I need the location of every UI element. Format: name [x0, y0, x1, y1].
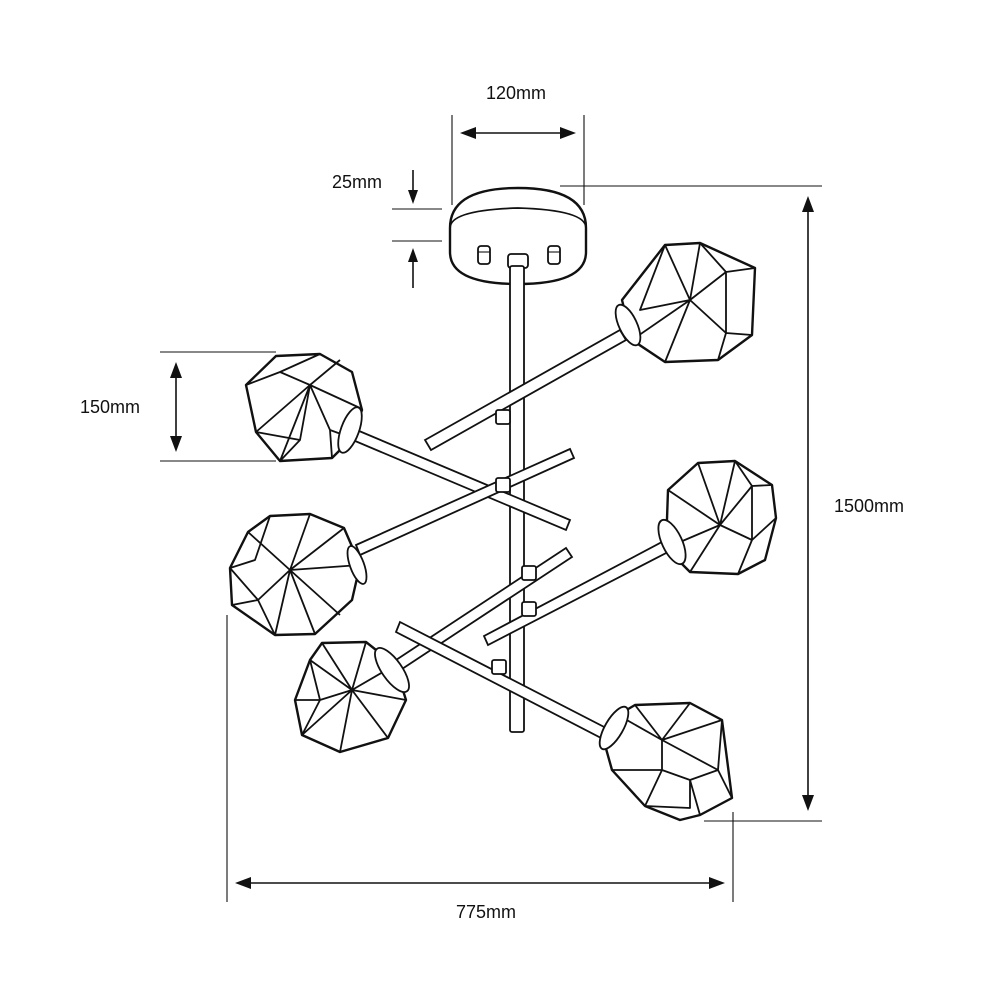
shade-mid-right	[657, 459, 778, 576]
canopy-height-label: 25mm	[332, 172, 383, 192]
shade-top-right	[614, 241, 757, 364]
ceiling-canopy	[448, 186, 588, 286]
canopy-width-dimension	[451, 115, 585, 205]
total-width-label: 775mm	[456, 902, 517, 922]
canopy-height-dimension	[392, 170, 442, 288]
total-width-dimension	[226, 615, 734, 902]
arms	[346, 328, 670, 742]
shade-height-label: 150mm	[80, 397, 141, 417]
shade-height-dimension	[160, 351, 276, 462]
shade-bottom-left	[293, 640, 410, 754]
shade-top-left	[244, 352, 364, 463]
total-height-dimension	[560, 185, 822, 822]
shade-bottom-right	[598, 701, 734, 822]
total-height-label: 1500mm	[834, 496, 905, 516]
shade-mid-left	[228, 512, 368, 637]
canopy-width-label: 120mm	[486, 83, 547, 103]
